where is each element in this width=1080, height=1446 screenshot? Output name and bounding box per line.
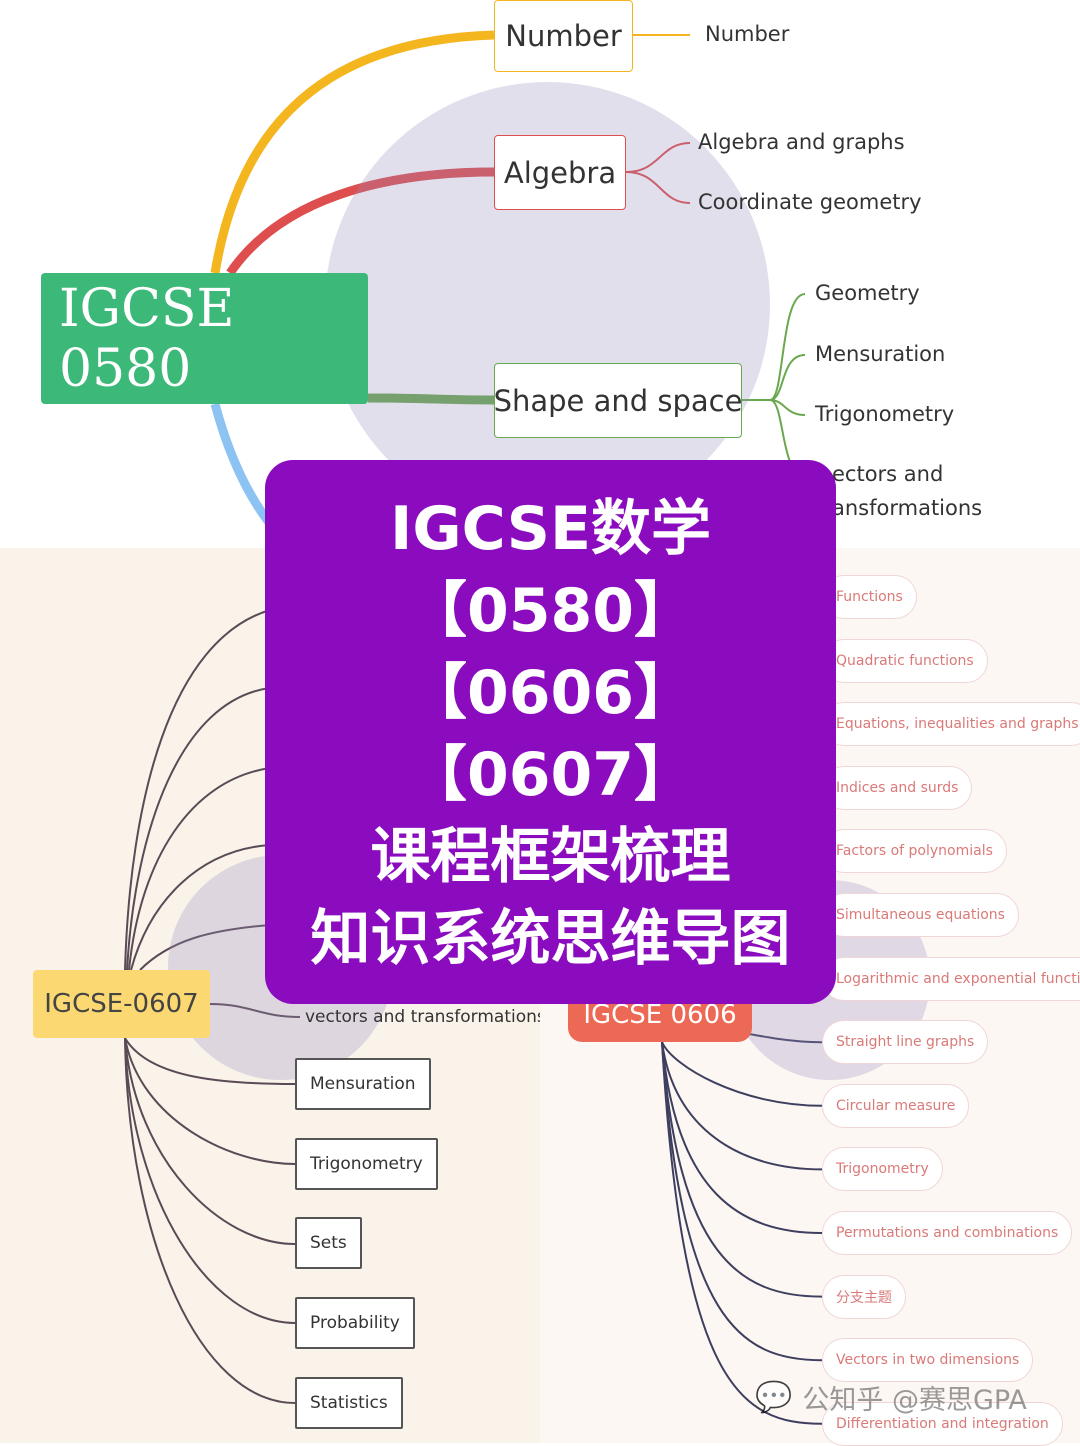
map-0607-connectors <box>124 609 301 1404</box>
node-trigonometry[interactable]: Trigonometry <box>295 1138 438 1190</box>
connector-0606 <box>661 1041 823 1425</box>
node-probability[interactable]: Probability <box>295 1297 415 1349</box>
title-line: 【0580】 <box>407 576 694 646</box>
title-line: 课程框架梳理 <box>370 822 731 892</box>
node-sets[interactable]: Sets <box>295 1217 362 1269</box>
node-0606-item[interactable]: Circular measure <box>822 1083 970 1128</box>
title-line: 【0606】 <box>407 658 694 728</box>
node-0606-item[interactable]: Logarithmic and exponential functions <box>822 956 1080 1001</box>
node-0606-item[interactable]: Differentiation and integration <box>822 1401 1063 1446</box>
node-0606-item[interactable]: 分支主题 <box>822 1274 906 1319</box>
root-0607[interactable]: IGCSE-0607 <box>33 970 210 1038</box>
leaf-geometry[interactable]: Geometry <box>815 281 920 305</box>
leaf-mensuration[interactable]: Mensuration <box>815 342 946 366</box>
node-0606-item[interactable]: Simultaneous equations <box>822 893 1019 937</box>
connector-0606 <box>661 1041 823 1362</box>
leaf-trigonometry[interactable]: Trigonometry <box>815 402 955 426</box>
map-0580-connectors <box>210 30 806 533</box>
leaf-vectors-partial[interactable]: ectors and <box>832 462 944 486</box>
node-0606-item[interactable]: Trigonometry <box>822 1147 943 1192</box>
branch-shape-and-space[interactable]: Shape and space <box>494 363 742 438</box>
node-0606-item[interactable]: Permutations and combinations <box>822 1211 1073 1255</box>
title-line: 知识系统思维导图 <box>310 904 791 974</box>
node-0606-item[interactable]: Equations, inequalities and graphs <box>822 702 1080 747</box>
wechat-icon: 💬 <box>755 1380 793 1415</box>
node-0606-item[interactable]: Quadratic functions <box>822 638 988 683</box>
leaf-coordinate-geometry[interactable]: Coordinate geometry <box>698 190 922 214</box>
title-line: 【0607】 <box>407 740 694 810</box>
node-mensuration[interactable]: Mensuration <box>295 1058 431 1110</box>
node-0606-item[interactable]: Indices and surds <box>822 765 973 810</box>
leaf-number[interactable]: Number <box>705 22 790 46</box>
node-0606-item[interactable]: Functions <box>822 575 917 619</box>
branch-algebra[interactable]: Algebra <box>494 135 626 210</box>
connector-0606 <box>661 1041 823 1107</box>
connector-0606 <box>661 1041 823 1298</box>
node-0606-item[interactable]: Vectors in two dimensions <box>822 1338 1034 1383</box>
node-0606-item[interactable]: Straight line graphs <box>822 1020 989 1065</box>
title-line: IGCSE数学 <box>390 494 711 564</box>
root-0580[interactable]: IGCSE 0580 <box>41 273 368 404</box>
footer-watermark: 💬 公知乎 @赛思GPA <box>755 1378 1027 1417</box>
connector-0606 <box>661 1041 823 1171</box>
connector-0606 <box>661 1041 823 1234</box>
node-vectors-transformations[interactable]: vectors and transformations <box>305 1007 546 1027</box>
leaf-transformations-partial: ansformations <box>832 496 983 520</box>
footer-watermark-text: 公知乎 @赛思GPA <box>802 1385 1027 1416</box>
title-overlay: IGCSE数学 【0580】 【0606】 【0607】 课程框架梳理 知识系统… <box>265 460 836 1004</box>
node-0606-item[interactable]: Factors of polynomials <box>822 829 1007 874</box>
leaf-algebra-graphs[interactable]: Algebra and graphs <box>698 130 905 154</box>
branch-number[interactable]: Number <box>494 0 633 72</box>
node-statistics[interactable]: Statistics <box>295 1377 403 1429</box>
